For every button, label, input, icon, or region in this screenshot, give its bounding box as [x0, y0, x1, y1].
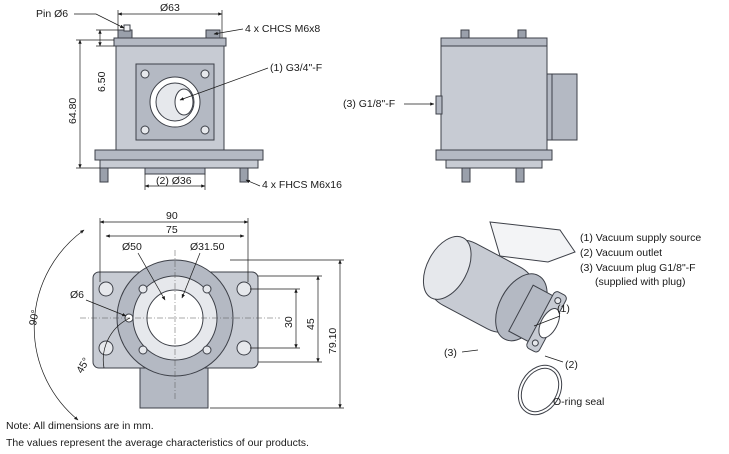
- bore-label: (2) Ø36: [156, 175, 192, 187]
- iso-outlet: [538, 308, 561, 339]
- plate-bolt: [200, 69, 210, 79]
- side-flange: [435, 149, 553, 161]
- height-total-label: 64.80: [67, 98, 79, 124]
- dim-31-50: Ø31.50: [190, 241, 225, 253]
- callout-3: (3): [444, 347, 457, 359]
- callout-2: (2): [565, 359, 578, 371]
- front-view: Ø63 Pin Ø6 4 x CHCS M6x8 (1) G3/4"-F 6.5…: [36, 2, 342, 191]
- side-top-cap: [440, 37, 548, 47]
- bottom-screw-left: [99, 167, 109, 183]
- flange-lower: [99, 159, 259, 169]
- pin: [123, 24, 131, 32]
- bottom-view: 90 75 Ø50 Ø31.50 Ø6 90° 45° 30 45 79.10: [27, 210, 344, 421]
- dim-79-10: 79.10: [327, 328, 339, 354]
- note-line-1: Note: All dimensions are in mm.: [6, 420, 154, 432]
- side-body: [440, 45, 548, 151]
- legend-3: (3) Vacuum plug G1/8"-F: [580, 262, 696, 274]
- callout-1: (1): [557, 303, 570, 315]
- boss: [144, 167, 206, 175]
- top-cap: [113, 37, 227, 47]
- height-small-label: 6.50: [96, 71, 108, 92]
- angle-90: 90°: [27, 309, 42, 327]
- pin-label: Pin Ø6: [36, 8, 68, 20]
- oring-label: O-ring seal: [553, 396, 604, 408]
- dim-pin: Ø6: [70, 289, 84, 301]
- flange-hole: [98, 340, 114, 356]
- dim-90: 90: [166, 210, 178, 222]
- plate-bolt: [200, 125, 210, 135]
- flange-hole: [236, 281, 252, 297]
- dim-75: 75: [166, 224, 178, 236]
- iso-mount: [489, 221, 576, 263]
- flange: [94, 149, 264, 161]
- plate-bolt: [140, 69, 150, 79]
- width-label: Ø63: [160, 2, 180, 14]
- flange-hole: [236, 340, 252, 356]
- o-ring: [517, 364, 563, 416]
- bottom-screw-right: [239, 167, 249, 183]
- port3-label: (3) G1/8"-F: [343, 98, 395, 110]
- screws-top-label: 4 x CHCS M6x8: [245, 23, 320, 35]
- port-1-bore: [174, 88, 194, 116]
- dim-30: 30: [283, 316, 295, 328]
- side-view: (3) G1/8"-F: [343, 29, 578, 183]
- port1-label: (1) G3/4"-F: [270, 62, 322, 74]
- port-3: [435, 95, 443, 115]
- plate-bolt: [140, 125, 150, 135]
- iso-view: (1) Vacuum supply source (2) Vacuum outl…: [422, 221, 701, 416]
- legend-1: (1) Vacuum supply source: [580, 232, 701, 244]
- legend-2: (2) Vacuum outlet: [580, 247, 662, 259]
- angle-45: 45°: [74, 356, 92, 376]
- legend-3b: (supplied with plug): [595, 276, 685, 288]
- flange-hole: [98, 281, 114, 297]
- dim-45: 45: [305, 318, 317, 330]
- screws-bottom-label: 4 x FHCS M6x16: [262, 179, 342, 191]
- dim-50: Ø50: [122, 241, 142, 253]
- note-line-2: The values represent the average charact…: [6, 437, 309, 449]
